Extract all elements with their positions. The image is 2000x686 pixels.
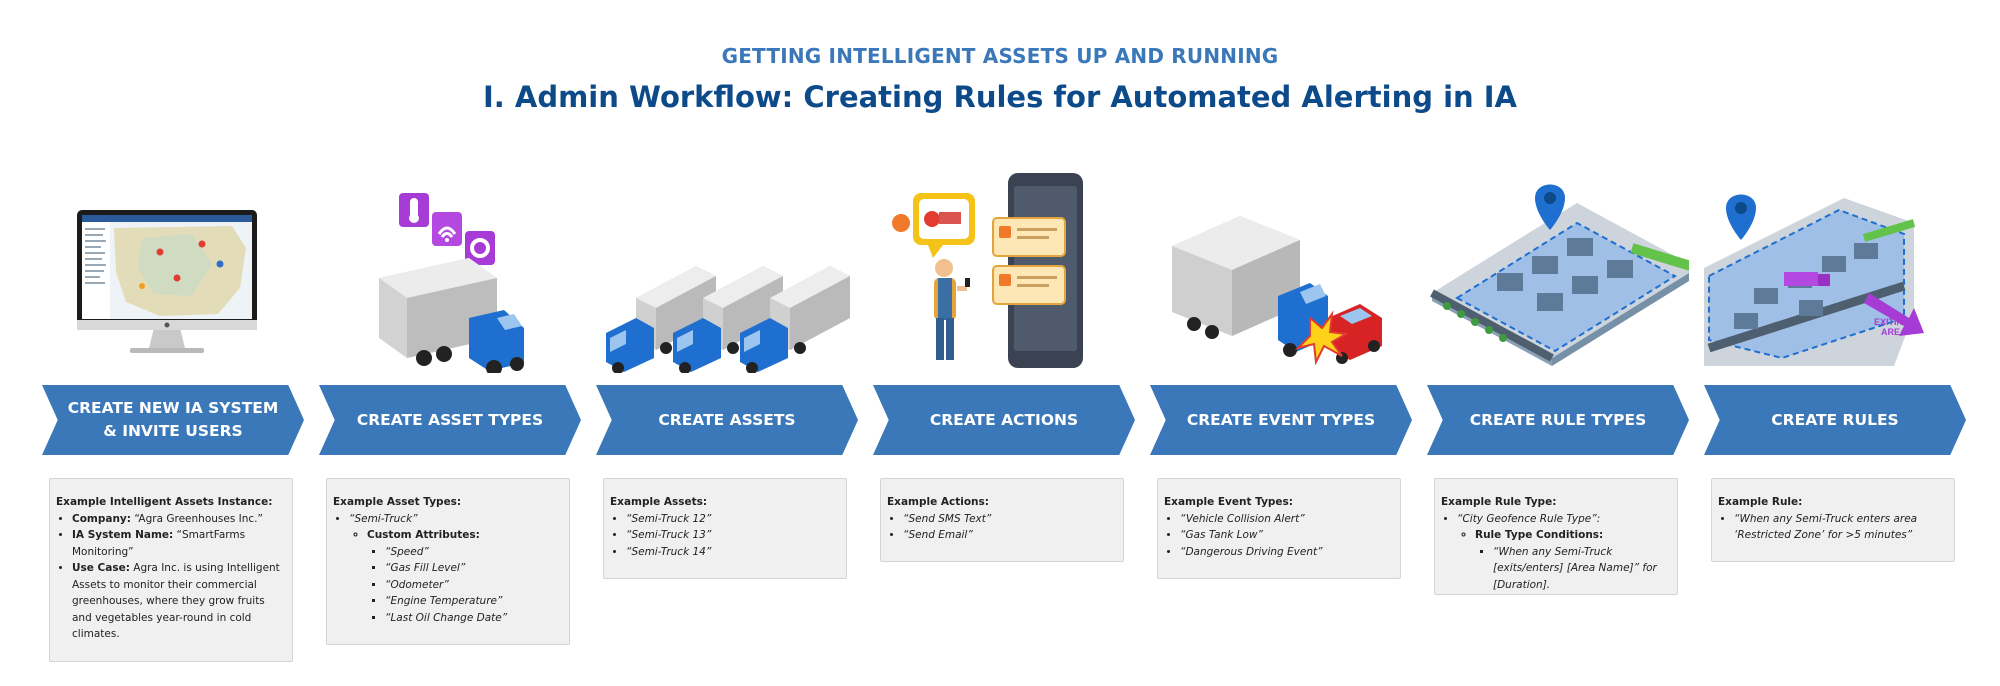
list-item: Company: “Agra Greenhouses Inc.” [72,511,284,528]
example-box: Example Rule Type: “City Geofence Rule T… [1434,478,1678,595]
step-chevron: CREATE ACTIONS [873,385,1135,455]
step-label: CREATE ASSETS [658,410,796,429]
list-item: “Vehicle Collision Alert” [1180,511,1392,528]
step-label: CREATE NEW IA SYSTEM & INVITE USERS [67,399,279,440]
list-item: “Speed” [385,544,561,561]
list-item: “Dangerous Driving Event” [1180,544,1392,561]
example-box: Example Event Types: “Vehicle Collision … [1157,478,1401,579]
list-item: “Semi-Truck 14” [626,544,838,561]
step-label: CREATE RULES [1771,410,1899,429]
list-item: “Last Oil Change Date” [385,610,561,627]
list-item: Use Case: Agra Inc. is using Intelligent… [72,560,284,643]
box-title: Example Actions: [887,496,989,508]
step-label: CREATE RULE TYPES [1469,410,1647,429]
step-label: CREATE EVENT TYPES [1186,410,1376,429]
list-item: Rule Type Conditions: “When any Semi-Tru… [1475,527,1669,593]
list-item: “City Geofence Rule Type”: [1457,511,1669,528]
page-subtitle: GETTING INTELLIGENT ASSETS UP AND RUNNIN… [721,44,1279,68]
step-chevron: CREATE RULES [1704,385,1966,455]
list-item: “Gas Tank Low” [1180,527,1392,544]
phone-notifications-icon [892,173,1083,368]
step-chevron: CREATE EVENT TYPES [1150,385,1412,455]
example-box: Example Rule: “When any Semi-Truck enter… [1711,478,1955,562]
list-item: “Send SMS Text” [903,511,1115,528]
box-title: Example Event Types: [1164,496,1293,508]
list-item: “Gas Fill Level” [385,560,561,577]
truck-fleet-icon [606,266,850,373]
exit-label-2: AREA [1881,327,1907,337]
header: GETTING INTELLIGENT ASSETS UP AND RUNNIN… [0,44,2000,114]
list-item: IA System Name: “SmartFarms Monitoring” [72,527,284,560]
step-label: CREATE ACTIONS [929,410,1079,429]
list-item: “When any Semi-Truck [exits/enters] [Are… [1493,544,1669,594]
page-title: I. Admin Workflow: Creating Rules for Au… [482,80,1517,114]
example-box: Example Actions: “Send SMS Text” “Send E… [880,478,1124,562]
example-box: Example Asset Types: “Semi-Truck” Custom… [326,478,570,645]
list-item: “Odometer” [385,577,561,594]
list-item: “Send Email” [903,527,1115,544]
box-title: Example Intelligent Assets Instance: [56,496,273,508]
step-chevron: CREATE ASSETS [596,385,858,455]
list-item: “When any Semi-Truck enters area ‘Restri… [1734,511,1946,544]
truck-collision-icon [1172,216,1382,366]
list-item: “Semi-Truck 12” [626,511,838,528]
list-item: Custom Attributes: “Speed” “Gas Fill Lev… [349,527,561,626]
box-title: Example Asset Types: [333,496,462,508]
example-box: Example Assets: “Semi-Truck 12” “Semi-Tr… [603,478,847,579]
box-title: Example Rule Type: [1441,496,1557,508]
step-chevron: CREATE NEW IA SYSTEM & INVITE USERS [42,385,304,455]
box-title: Example Assets: [610,496,708,508]
example-box: Example Intelligent Assets Instance: Com… [49,478,293,662]
list-item: Rule Type Conditions: “When any Semi-Tru… [1457,527,1669,593]
box-title: Example Rule: [1718,496,1803,508]
exit-label-1: EXITING [1874,317,1910,327]
list-item: Custom Attributes: “Speed” “Gas Fill Lev… [367,527,561,626]
step-label: CREATE ASSET TYPES [356,410,544,429]
computer-map-icon [77,210,257,353]
list-item: “Semi-Truck 13” [626,527,838,544]
geofence-exit-icon: EXITING AREA [1704,194,1924,366]
step-chevron: CREATE RULE TYPES [1427,385,1689,455]
truck-sensors-icon [379,193,524,373]
geofence-map-icon [1430,184,1689,366]
step-chevron: CREATE ASSET TYPES [319,385,581,455]
list-item: “Semi-Truck” [349,511,561,528]
list-item: “Engine Temperature” [385,593,561,610]
